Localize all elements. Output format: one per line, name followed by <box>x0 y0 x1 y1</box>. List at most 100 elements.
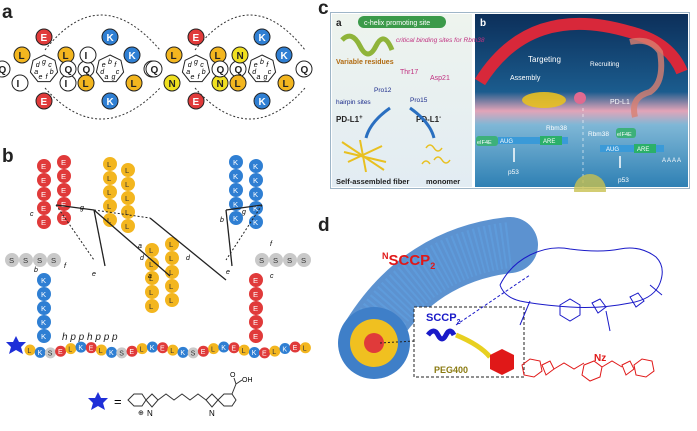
heptad-label: c <box>270 273 274 280</box>
bead-label: K <box>253 176 259 185</box>
bead-label: E <box>253 290 258 299</box>
heptad-label: d <box>140 255 145 262</box>
bead-l <box>121 191 135 205</box>
dye-star-icon <box>6 336 26 354</box>
dye-n2: N <box>209 409 215 418</box>
helix-ribbon <box>340 33 395 57</box>
heptad-label: e <box>92 271 96 278</box>
chain-bead <box>197 345 209 357</box>
heptad-label: a <box>148 273 152 280</box>
residue-k <box>123 46 141 64</box>
heptad-position: b <box>260 59 264 66</box>
bead-label: S <box>51 256 56 265</box>
residue-label: L <box>235 79 241 90</box>
chain-bead <box>106 346 118 358</box>
bead-k <box>249 215 263 229</box>
bead-l <box>165 293 179 307</box>
bead-label: E <box>61 158 66 167</box>
dye-o: O <box>230 372 236 379</box>
bead-l <box>121 177 135 191</box>
chain-bead <box>259 347 271 359</box>
bead-label: L <box>125 208 130 217</box>
residue-label: E <box>193 33 200 44</box>
heptad-position: e <box>102 62 106 69</box>
poly-a-tail: A A A A <box>662 158 681 164</box>
residue-label: Q <box>0 65 7 76</box>
bead-k <box>229 169 243 183</box>
residue-l <box>13 46 31 64</box>
heptad-position: b <box>202 69 206 76</box>
chain-bead <box>126 345 138 357</box>
chain-bead-label: E <box>160 346 165 353</box>
bead-label: L <box>107 188 112 197</box>
residue-i <box>79 46 97 64</box>
bead-l <box>165 251 179 265</box>
bead-s <box>5 253 19 267</box>
residue-k <box>253 28 271 46</box>
chain-bead <box>289 341 301 353</box>
bead-label: L <box>107 160 112 169</box>
fiber-assembly <box>522 92 566 108</box>
bead-label: L <box>149 302 154 311</box>
heptad-position: f <box>266 62 269 69</box>
chain-bead <box>269 345 281 357</box>
bead-label: E <box>61 214 66 223</box>
residue-label: L <box>63 51 69 62</box>
chain-bead <box>136 343 148 355</box>
chain-bead <box>116 347 128 359</box>
heptad-position: a <box>105 74 109 81</box>
chain-bead-label: K <box>180 350 185 357</box>
sccp2-helix <box>426 328 457 342</box>
variable-label: Variable residues <box>336 59 394 66</box>
chain-bead <box>248 346 260 358</box>
chain-bead <box>238 344 250 356</box>
rbm38-right: Rbm38 <box>588 131 609 138</box>
bead-e <box>249 287 263 301</box>
are-right: ARE <box>637 147 649 153</box>
peptide-structure <box>499 247 663 332</box>
heptad-position: a <box>257 74 261 81</box>
bead-l <box>103 185 117 199</box>
residue-e <box>187 28 205 46</box>
heptad-position: c <box>116 69 120 76</box>
heptad-position: g <box>194 59 198 66</box>
residue-label: Q <box>301 65 309 76</box>
heptad-label: d <box>186 255 191 262</box>
bead-e <box>37 201 51 215</box>
chain-bead <box>279 343 291 355</box>
residue-label: K <box>107 97 115 108</box>
bead-label: E <box>41 204 46 213</box>
chain-bead-label: E <box>231 346 236 353</box>
nucleus <box>574 174 606 192</box>
bead-e <box>57 197 71 211</box>
heptad-position: g <box>42 59 46 66</box>
bead-l <box>103 213 117 227</box>
chain-bead <box>167 344 179 356</box>
bead-k <box>37 315 51 329</box>
sccp2-label: SCCP2 <box>426 312 461 326</box>
bead-label: E <box>41 218 46 227</box>
residue-k <box>253 92 271 110</box>
heptad-position: e <box>39 74 43 81</box>
heptad-label: f <box>64 263 67 270</box>
bead-l <box>145 257 159 271</box>
bead-s <box>297 253 311 267</box>
heptad-position: g <box>112 74 116 81</box>
bead-k <box>37 273 51 287</box>
self-fiber-label: Self-assembled fiber <box>336 177 409 186</box>
bead-label: E <box>253 304 258 313</box>
bead-label: L <box>125 166 130 175</box>
bead-l <box>103 157 117 171</box>
chain-bead-label: L <box>99 348 103 355</box>
bead-l <box>165 279 179 293</box>
nsccp2-label: NSCCP2 <box>382 251 435 271</box>
cy-dye-structure <box>127 377 243 408</box>
bead-k <box>249 159 263 173</box>
residue-e <box>35 92 53 110</box>
bead-label: L <box>149 274 154 283</box>
bead-label: L <box>125 194 130 203</box>
bead-label: L <box>149 246 154 255</box>
heptad-label: b <box>34 267 38 274</box>
bead-label: K <box>41 318 47 327</box>
panel-label-d: d <box>318 215 330 236</box>
